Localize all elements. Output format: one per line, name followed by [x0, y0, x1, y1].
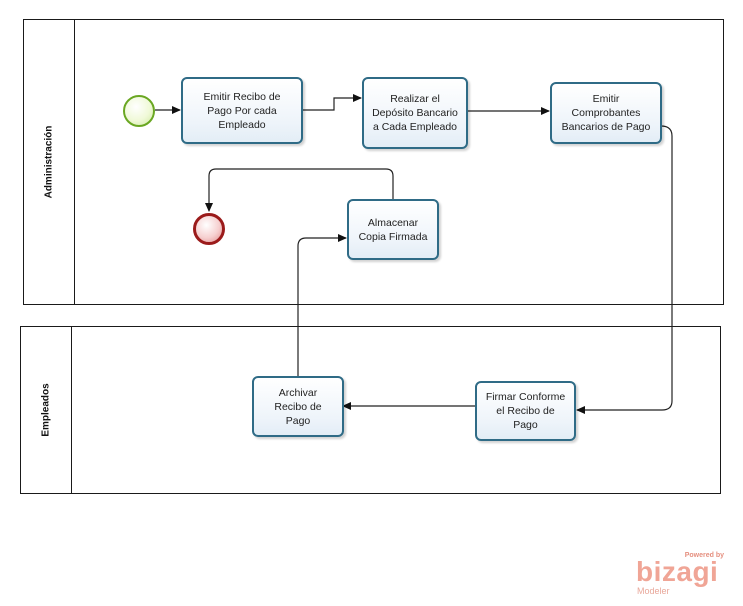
task-realizar-deposito[interactable]: Realizar el Depósito Bancario a Cada Emp… — [362, 77, 468, 149]
task-firmar-conforme[interactable]: Firmar Conforme el Recibo de Pago — [475, 381, 576, 441]
brand-product: Modeler — [637, 586, 670, 596]
task-label: Emitir Recibo de Pago Por cada Empleado — [203, 90, 281, 131]
task-almacenar-copia[interactable]: Almacenar Copia Firmada — [347, 199, 439, 260]
pool-header-empleados: Empleados — [21, 327, 72, 493]
flow-almacenar-to-end — [205, 168, 394, 212]
start-event — [123, 95, 155, 127]
task-emitir-comprobantes[interactable]: Emitir Comprobantes Bancarios de Pago — [550, 82, 662, 144]
flow-archivar-to-almacenar — [297, 234, 347, 376]
task-label: Realizar el Depósito Bancario a Cada Emp… — [372, 93, 458, 133]
pool-header-administracion: Administración — [24, 20, 75, 304]
task-emitir-recibo[interactable]: Emitir Recibo de Pago Por cada Empleado — [181, 77, 303, 144]
bizagi-logo: Powered by bizagi Modeler — [634, 552, 724, 598]
task-archivar-recibo[interactable]: Archivar Recibo de Pago — [252, 376, 344, 437]
task-label: Emitir Comprobantes Bancarios de Pago — [561, 93, 651, 133]
flow-emitir-to-realizar — [303, 94, 362, 111]
task-label: Archivar Recibo de Pago — [274, 386, 322, 427]
flow-comprobantes-to-firmar — [576, 125, 673, 414]
task-label: Almacenar Copia Firmada — [358, 216, 428, 243]
end-event — [193, 213, 225, 245]
task-label: Firmar Conforme el Recibo de Pago — [485, 391, 566, 431]
powered-by-text: Powered by — [684, 552, 724, 559]
brand-name: bizagi — [636, 556, 719, 587]
